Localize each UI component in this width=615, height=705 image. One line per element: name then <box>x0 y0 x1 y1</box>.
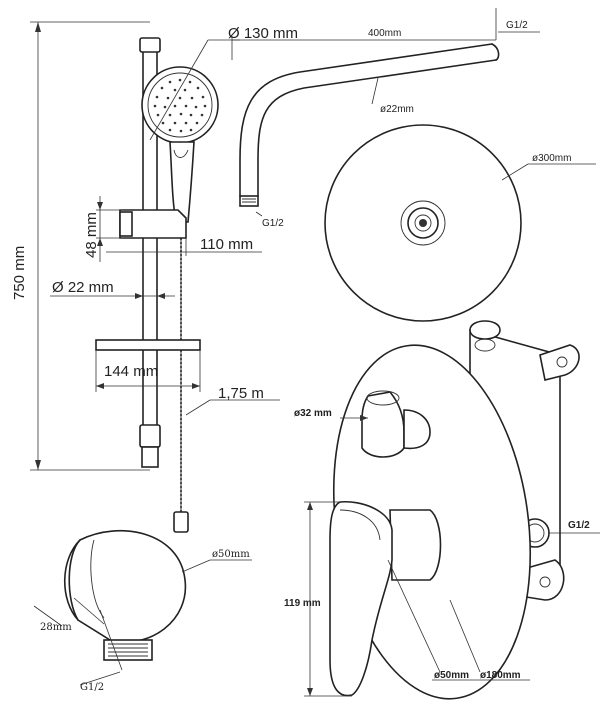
outlet-thread-label: G1/2 <box>80 682 104 693</box>
overhead-diameter-label: ø300mm <box>532 153 571 164</box>
soap-dish-label: 144 mm <box>104 363 158 380</box>
arm-diameter-label: ø22mm <box>380 104 414 115</box>
diverter-diameter-label: ø32 mm <box>294 408 332 419</box>
handle-diameter-label: ø50mm <box>434 670 469 681</box>
tube-diameter-label: Ø 22 mm <box>52 279 114 296</box>
mixer-inlet-thread-label: G1/2 <box>568 520 590 531</box>
outlet-depth-label: 28mm <box>40 622 72 633</box>
shower-hose: 1,75 m <box>173 237 280 533</box>
diverter-knob: ø32 mm <box>294 390 431 458</box>
arm-inlet-thread-label: G1/2 <box>506 20 528 31</box>
hand-shower-diameter-label: Ø 130 mm <box>228 25 298 42</box>
spray-nozzles <box>153 78 207 133</box>
mixer-lever: 119 mm <box>284 500 442 697</box>
arm-outlet-thread-label: G1/2 <box>262 218 284 229</box>
tube-diameter-dimension: Ø 22 mm <box>50 279 175 299</box>
arm-length-label: 400mm <box>368 28 401 39</box>
hose-length-label: 1,75 m <box>218 385 264 402</box>
soap-dish: 144 mm <box>95 339 201 392</box>
hand-shower: Ø 130 mm <box>119 25 298 239</box>
rail-height-label: 750 mm <box>11 246 28 300</box>
rail-height-dimension: 750 mm <box>11 21 150 471</box>
concealed-mixer: G1/2 ø32 mm 119 mm <box>284 320 600 700</box>
overhead-shower: ø300mm <box>324 124 596 322</box>
bracket-height-dimension: 48 mm <box>83 196 124 262</box>
slide-rail-set: 750 mm <box>11 21 298 533</box>
outlet-diameter-label: ø50mm <box>212 549 250 560</box>
shower-arm: 400mm G1/2 ø22mm G1/2 <box>231 8 540 229</box>
bracket-depth-label: 110 mm <box>200 236 253 253</box>
bracket-height-label: 48 mm <box>83 212 100 258</box>
plate-diameter-label: ø180mm <box>480 670 521 681</box>
wall-outlet: ø50mm 28mm G1/2 <box>33 529 252 693</box>
bracket-depth-dimension: 110 mm <box>106 236 262 256</box>
lever-height-label: 119 mm <box>284 598 321 609</box>
